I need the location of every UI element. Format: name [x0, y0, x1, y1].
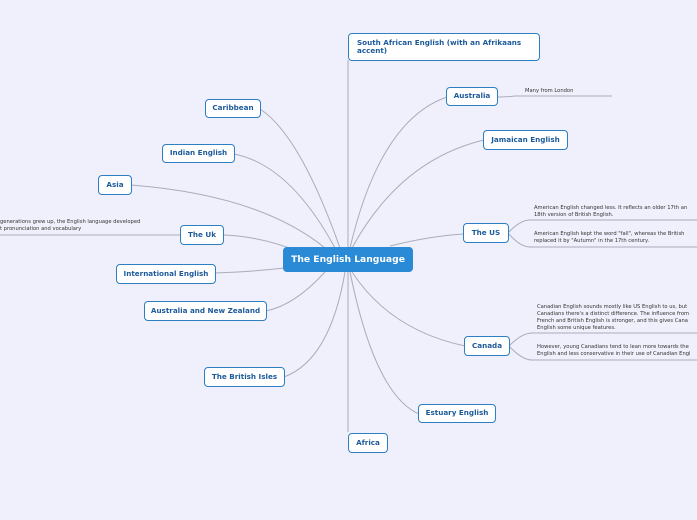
connector-canada [351, 271, 466, 347]
topic-the-british-isles[interactable]: The British Isles [204, 367, 285, 387]
connector-note-us-2 [507, 232, 697, 248]
connector-aus-nz [265, 271, 326, 312]
connector-international [214, 267, 285, 274]
note-us-2: American English kept the word "fall", w… [534, 231, 685, 245]
topic-indian-english[interactable]: Indian English [162, 144, 235, 163]
root-node[interactable]: The English Language [283, 247, 413, 272]
topic-canada[interactable]: Canada [464, 336, 510, 356]
topic-estuary-english[interactable]: Estuary English [418, 404, 496, 423]
topic-south-african-english[interactable]: South African English (with an Afrikaans… [348, 33, 540, 61]
note-canada-2: However, young Canadians tend to lean mo… [537, 344, 691, 358]
connector-note-canada-2 [508, 345, 697, 361]
connector-australia [349, 96, 448, 249]
connector-note-canada-1 [508, 332, 697, 347]
connector-indian [233, 153, 336, 249]
note-uk: generations grew up, the English languag… [0, 219, 141, 233]
connector-asia [130, 184, 326, 249]
note-us-1: American English changed less. It reflec… [534, 205, 688, 219]
topic-the-uk[interactable]: The Uk [180, 225, 224, 245]
connector-the-us [389, 233, 465, 247]
connector-british-isles [283, 271, 346, 378]
connector-caribbean [259, 108, 341, 249]
topic-jamaican-english[interactable]: Jamaican English [483, 130, 568, 150]
note-canada-1: Canadian English sounds mostly like US E… [537, 304, 690, 332]
topic-international-english[interactable]: International English [116, 264, 216, 284]
topic-asia[interactable]: Asia [98, 175, 132, 195]
connector-note-us-1 [507, 219, 697, 234]
topic-australia-and-new-zealand[interactable]: Australia and New Zealand [144, 301, 267, 321]
topic-caribbean[interactable]: Caribbean [205, 99, 261, 118]
note-australia: Many from London [525, 88, 574, 94]
topic-africa[interactable]: Africa [348, 433, 388, 453]
topic-the-us[interactable]: The US [463, 223, 509, 243]
connector-note-australia [495, 95, 612, 98]
connector-jamaican [351, 139, 485, 249]
topic-australia[interactable]: Australia [446, 87, 498, 106]
connector-estuary [349, 271, 420, 415]
